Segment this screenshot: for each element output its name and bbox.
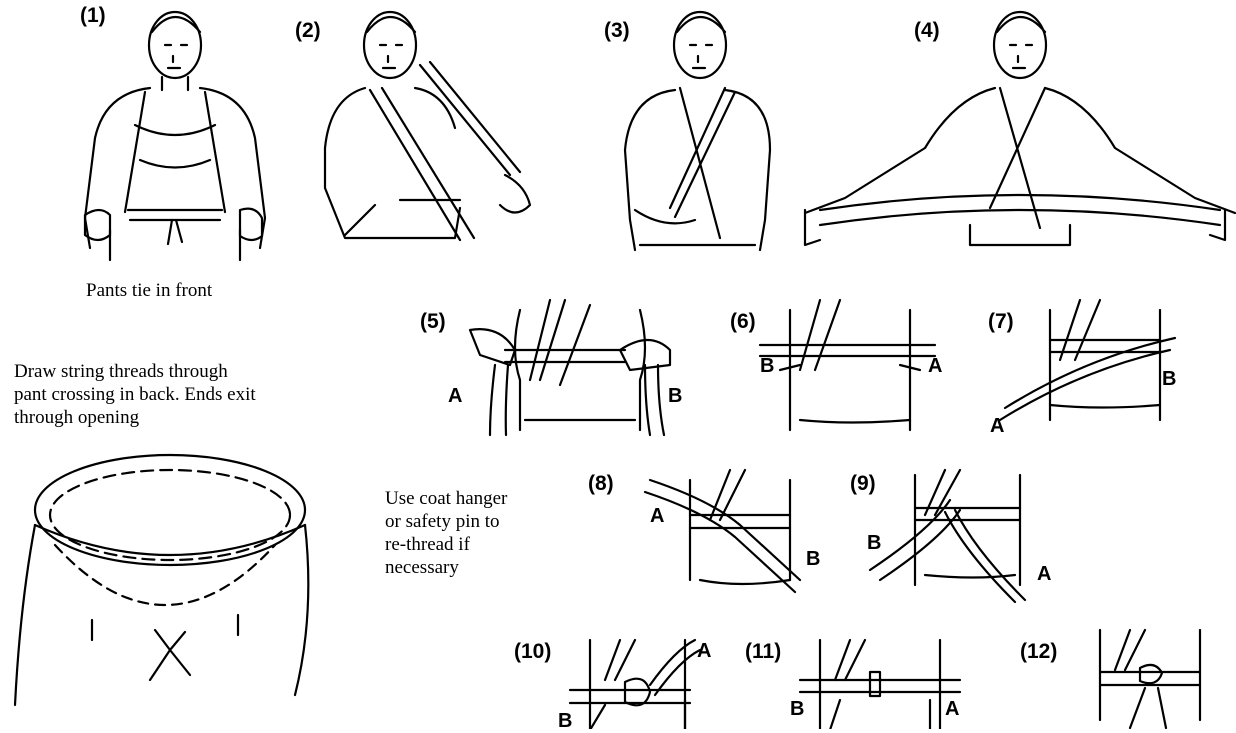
hanger-line-1: Use coat hanger [385, 487, 507, 510]
pants-tie-caption: Pants tie in front [86, 279, 212, 302]
label-a-panel-11: A [945, 698, 959, 721]
coat-hanger-caption: Use coat hanger or safety pin to re-thre… [385, 487, 507, 579]
step-4-number: (4) [914, 19, 940, 43]
hanger-line-3: re-thread if [385, 533, 507, 556]
label-b-panel-8: B [806, 548, 820, 571]
draw-string-line-3: through opening [14, 406, 256, 429]
label-b-panel-7: B [1162, 368, 1176, 391]
hanger-line-4: necessary [385, 556, 507, 579]
label-a-panel-9: A [1037, 563, 1051, 586]
step-12-number: (12) [1020, 640, 1057, 664]
label-a-panel-10: A [697, 640, 711, 663]
pants-drawstring-drawing [15, 455, 308, 705]
step-10-number: (10) [514, 640, 551, 664]
label-b-panel-9: B [867, 532, 881, 555]
label-b-panel-10: B [558, 710, 572, 733]
step-2-number: (2) [295, 19, 321, 43]
panel-6-belt-crossed-back [760, 300, 935, 430]
panel-10-belt-knot [570, 640, 700, 729]
panel-7-belt-wrap [1000, 300, 1175, 420]
panel-12-belt-finished [1100, 630, 1200, 728]
step-3-number: (3) [604, 19, 630, 43]
step-11-number: (11) [745, 640, 781, 664]
draw-string-caption: Draw string threads through pant crossin… [14, 360, 256, 429]
label-a-panel-5: A [448, 385, 462, 408]
hanger-line-2: or safety pin to [385, 510, 507, 533]
label-a-panel-8: A [650, 505, 664, 528]
panel-8-belt-tuck [645, 470, 800, 592]
figure-3-jacket-crossed [625, 12, 770, 250]
figure-4-arms-out [805, 12, 1235, 245]
step-9-number: (9) [850, 472, 876, 496]
step-6-number: (6) [730, 310, 756, 334]
draw-string-line-1: Draw string threads through [14, 360, 256, 383]
figure-1-open-jacket [85, 12, 265, 260]
label-b-panel-5: B [668, 385, 682, 408]
step-1-number: (1) [80, 4, 106, 28]
panel-5-belt-front [470, 300, 670, 435]
panel-11-belt-tightened [800, 640, 960, 729]
label-a-panel-6: A [928, 355, 942, 378]
panel-9-belt-knot-start [870, 470, 1025, 602]
draw-string-line-2: pant crossing in back. Ends exit [14, 383, 256, 406]
label-b-panel-11: B [790, 698, 804, 721]
step-8-number: (8) [588, 472, 614, 496]
figure-2-belt-over-shoulder [325, 12, 530, 240]
step-5-number: (5) [420, 310, 446, 334]
label-b-panel-6: B [760, 355, 774, 378]
label-a-panel-7: A [990, 415, 1004, 438]
step-7-number: (7) [988, 310, 1014, 334]
